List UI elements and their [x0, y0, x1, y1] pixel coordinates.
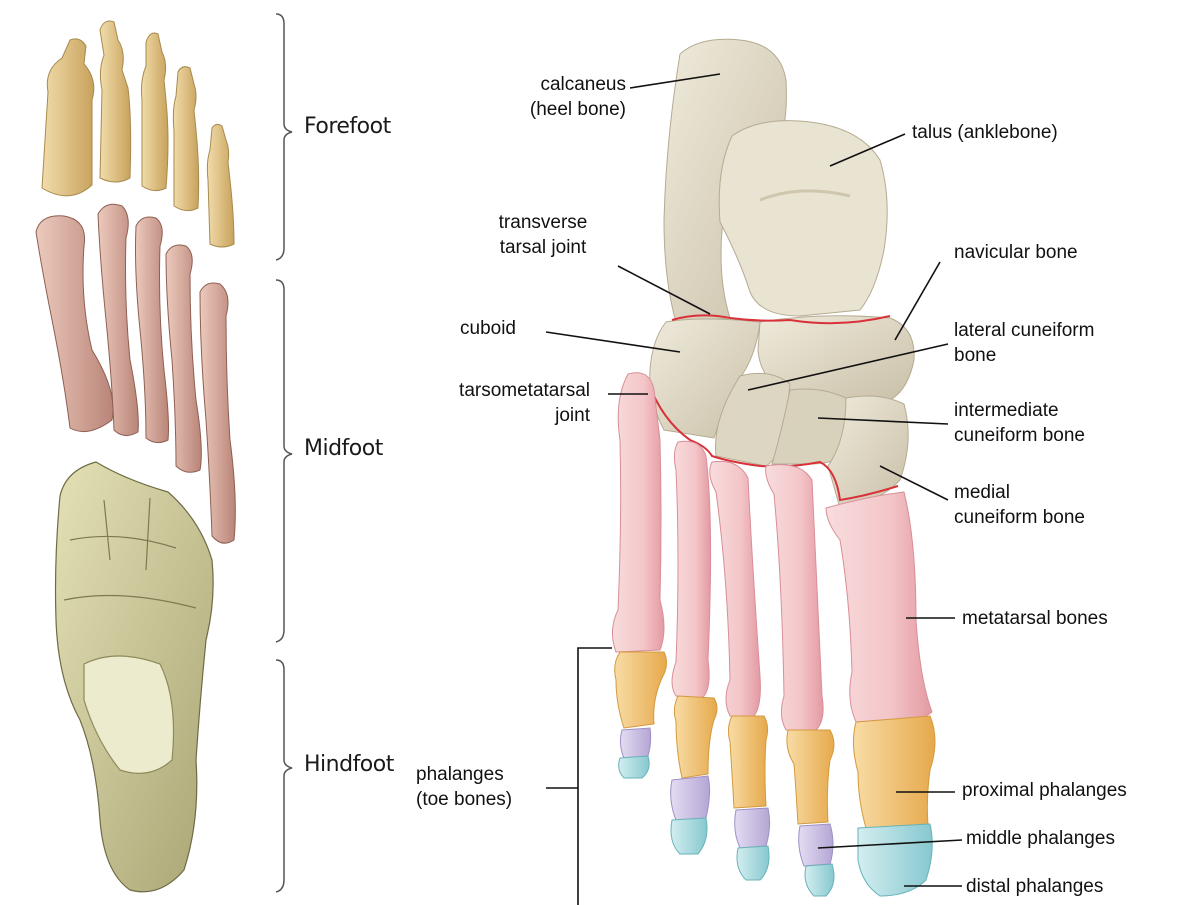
transverse-tarsal-joint-label-line2: tarsal joint — [478, 235, 608, 260]
distal-phalanges-label: distal phalanges — [966, 874, 1103, 899]
metatarsal-label: metatarsal bones — [962, 606, 1108, 631]
metatarsal-label-line1: metatarsal bones — [962, 606, 1108, 631]
navicular-leader — [895, 262, 940, 340]
proximal-phalanges-label-line1: proximal phalanges — [962, 778, 1127, 803]
intermediate-cuneiform-label-line1: intermediate — [954, 398, 1085, 423]
navicular-label: navicular bone — [954, 240, 1078, 265]
calcaneus-label-line2: (heel bone) — [530, 97, 626, 122]
transverse-tarsal-joint-label: transverse tarsal joint — [478, 210, 608, 260]
talus-label-line1: talus (anklebone) — [912, 120, 1058, 145]
forefoot-label: Forefoot — [304, 114, 391, 139]
navicular-label-line1: navicular bone — [954, 240, 1078, 265]
left-foot-illustration — [36, 21, 235, 892]
phalanges-bracket — [546, 648, 612, 905]
medial-cuneiform-label: medial cuneiform bone — [954, 480, 1085, 530]
left-tarsals — [56, 462, 214, 892]
midfoot-brace — [276, 280, 292, 642]
lateral-cuneiform-label-line2: bone — [954, 343, 1094, 368]
forefoot-brace — [276, 14, 292, 260]
cuboid-label: cuboid — [460, 316, 516, 341]
tarsometatarsal-joint-label-line2: joint — [459, 403, 590, 428]
distal-phalanges-label-line1: distal phalanges — [966, 874, 1103, 899]
medial-cuneiform-label-line1: medial — [954, 480, 1085, 505]
middle-phalanges-label: middle phalanges — [966, 826, 1115, 851]
lateral-cuneiform-label: lateral cuneiform bone — [954, 318, 1094, 368]
middle-phalanges-label-line1: middle phalanges — [966, 826, 1115, 851]
left-phalanges — [42, 21, 234, 247]
tarsometatarsal-joint-label-line1: tarsometatarsal — [459, 378, 590, 403]
tarsometatarsal-joint-label: tarsometatarsal joint — [459, 378, 590, 428]
midfoot-label: Midfoot — [304, 436, 383, 461]
right-foot-illustration — [612, 39, 935, 896]
intermediate-cuneiform-label: intermediate cuneiform bone — [954, 398, 1085, 448]
medial-cuneiform-label-line2: cuneiform bone — [954, 505, 1085, 530]
cuboid-label-line1: cuboid — [460, 316, 516, 341]
phalanges-label-line1: phalanges — [416, 762, 512, 787]
talus-bone — [719, 121, 887, 316]
hindfoot-label: Hindfoot — [304, 752, 394, 777]
transverse-tarsal-joint-label-line1: transverse — [478, 210, 608, 235]
calcaneus-label: calcaneus (heel bone) — [530, 72, 626, 122]
region-braces — [276, 14, 292, 892]
phalanges-label: phalanges (toe bones) — [416, 762, 512, 812]
lateral-cuneiform-label-line1: lateral cuneiform — [954, 318, 1094, 343]
phalanges-label-line2: (toe bones) — [416, 787, 512, 812]
proximal-phalanges-label: proximal phalanges — [962, 778, 1127, 803]
intermediate-cuneiform-label-line2: cuneiform bone — [954, 423, 1085, 448]
talus-label: talus (anklebone) — [912, 120, 1058, 145]
calcaneus-label-line1: calcaneus — [530, 72, 626, 97]
hindfoot-brace — [276, 660, 292, 892]
